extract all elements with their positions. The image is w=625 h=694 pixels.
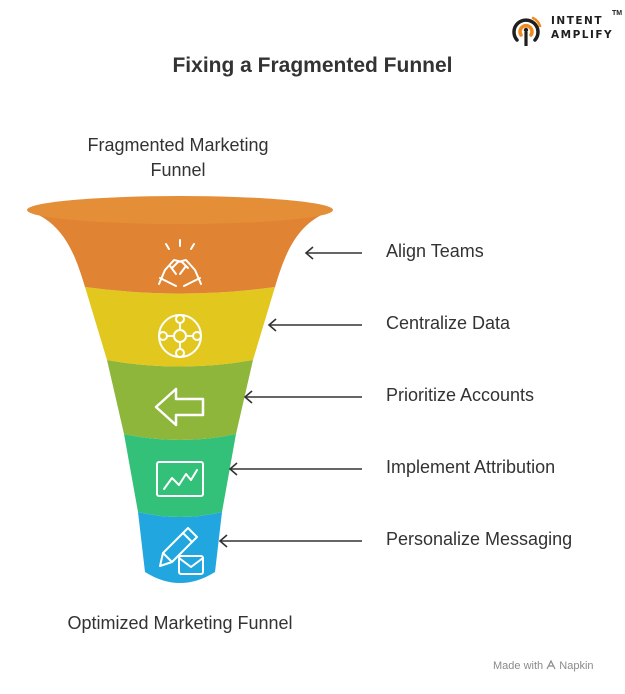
intent-amplify-logo: INTENT AMPLIFY TM — [505, 10, 622, 50]
stage-label-implement-attribution: Implement Attribution — [386, 457, 556, 477]
hub-network-icon — [158, 314, 202, 358]
stage-label-personalize-messaging: Personalize Messaging — [386, 529, 573, 549]
arrow-left-icon — [154, 387, 205, 427]
funnel-stage-4 — [124, 434, 236, 517]
funnel-bottom-label: Optimized Marketing Funnel — [67, 613, 293, 633]
funnel-top-label: Fragmented Marketing Funnel — [87, 135, 269, 180]
signal-logo-icon — [512, 16, 542, 46]
logo-text-line2: AMPLIFY — [551, 29, 614, 41]
page-title: Fixing a Fragmented Funnel — [172, 54, 453, 77]
line-chart-icon — [156, 461, 204, 497]
napkin-icon — [546, 660, 556, 670]
napkin-brand-text: Napkin — [559, 660, 594, 672]
pointer-arrow-4 — [228, 462, 362, 476]
logo-trademark: TM — [612, 10, 623, 17]
funnel-stage-5 — [138, 512, 222, 583]
made-with-text: Made with — [493, 660, 544, 672]
funnel-stage-1 — [27, 210, 333, 294]
pointer-arrow-1 — [304, 246, 362, 260]
stage-label-centralize-data: Centralize Data — [386, 313, 511, 333]
pointer-arrow-3 — [243, 390, 362, 404]
made-with-napkin: Made with Napkin — [493, 660, 594, 672]
logo-text-line1: INTENT — [551, 15, 603, 27]
stage-label-prioritize-accounts: Prioritize Accounts — [386, 385, 535, 405]
handshake-icon — [158, 239, 202, 287]
pointer-arrow-2 — [267, 318, 362, 332]
pointer-arrow-5 — [218, 534, 362, 548]
stage-label-align-teams: Align Teams — [386, 241, 484, 261]
pen-envelope-icon — [159, 527, 204, 575]
funnel-rim — [27, 196, 333, 224]
